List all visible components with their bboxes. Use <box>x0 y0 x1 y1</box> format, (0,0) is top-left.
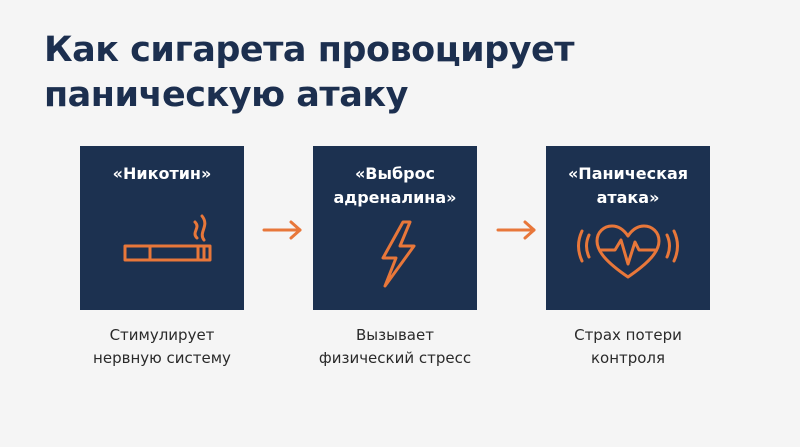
step-label-line: «Никотин» <box>112 164 212 183</box>
step-label-line: «Паническая <box>567 164 689 183</box>
step-box-nicotine: «Никотин» <box>80 146 244 310</box>
step-label-line: «Выброс <box>354 164 436 183</box>
arrow-right-icon <box>496 220 536 240</box>
step-label-panic-attack: «Паническая атака» <box>552 162 704 210</box>
step-label-line: адреналина» <box>333 188 457 207</box>
lightning-bolt-icon <box>381 220 416 288</box>
caption-line: нервную систему <box>93 349 231 367</box>
step-caption-nicotine: Стимулирует нервную систему <box>62 324 262 370</box>
page-title: Как сигарета провоцирует паническую атак… <box>44 30 575 115</box>
caption-line: физический стресс <box>318 349 472 367</box>
step-box-adrenaline: «Выброс адреналина» <box>313 146 477 310</box>
caption-line: Стимулирует <box>109 326 215 344</box>
step-label-line: атака» <box>596 188 660 207</box>
step-caption-panic-attack: Страх потери контроля <box>528 324 728 370</box>
caption-line: контроля <box>590 349 666 367</box>
caption-line: Страх потери <box>574 326 682 344</box>
step-box-panic-attack: «Паническая атака» <box>546 146 710 310</box>
step-label-nicotine: «Никотин» <box>86 162 238 186</box>
step-caption-adrenaline: Вызывает физический стресс <box>295 324 495 370</box>
arrow-right-icon <box>262 220 302 240</box>
step-label-adrenaline: «Выброс адреналина» <box>319 162 471 210</box>
heartbeat-icon <box>577 224 679 279</box>
cigarette-icon <box>123 214 212 262</box>
caption-line: Вызывает <box>356 326 434 344</box>
